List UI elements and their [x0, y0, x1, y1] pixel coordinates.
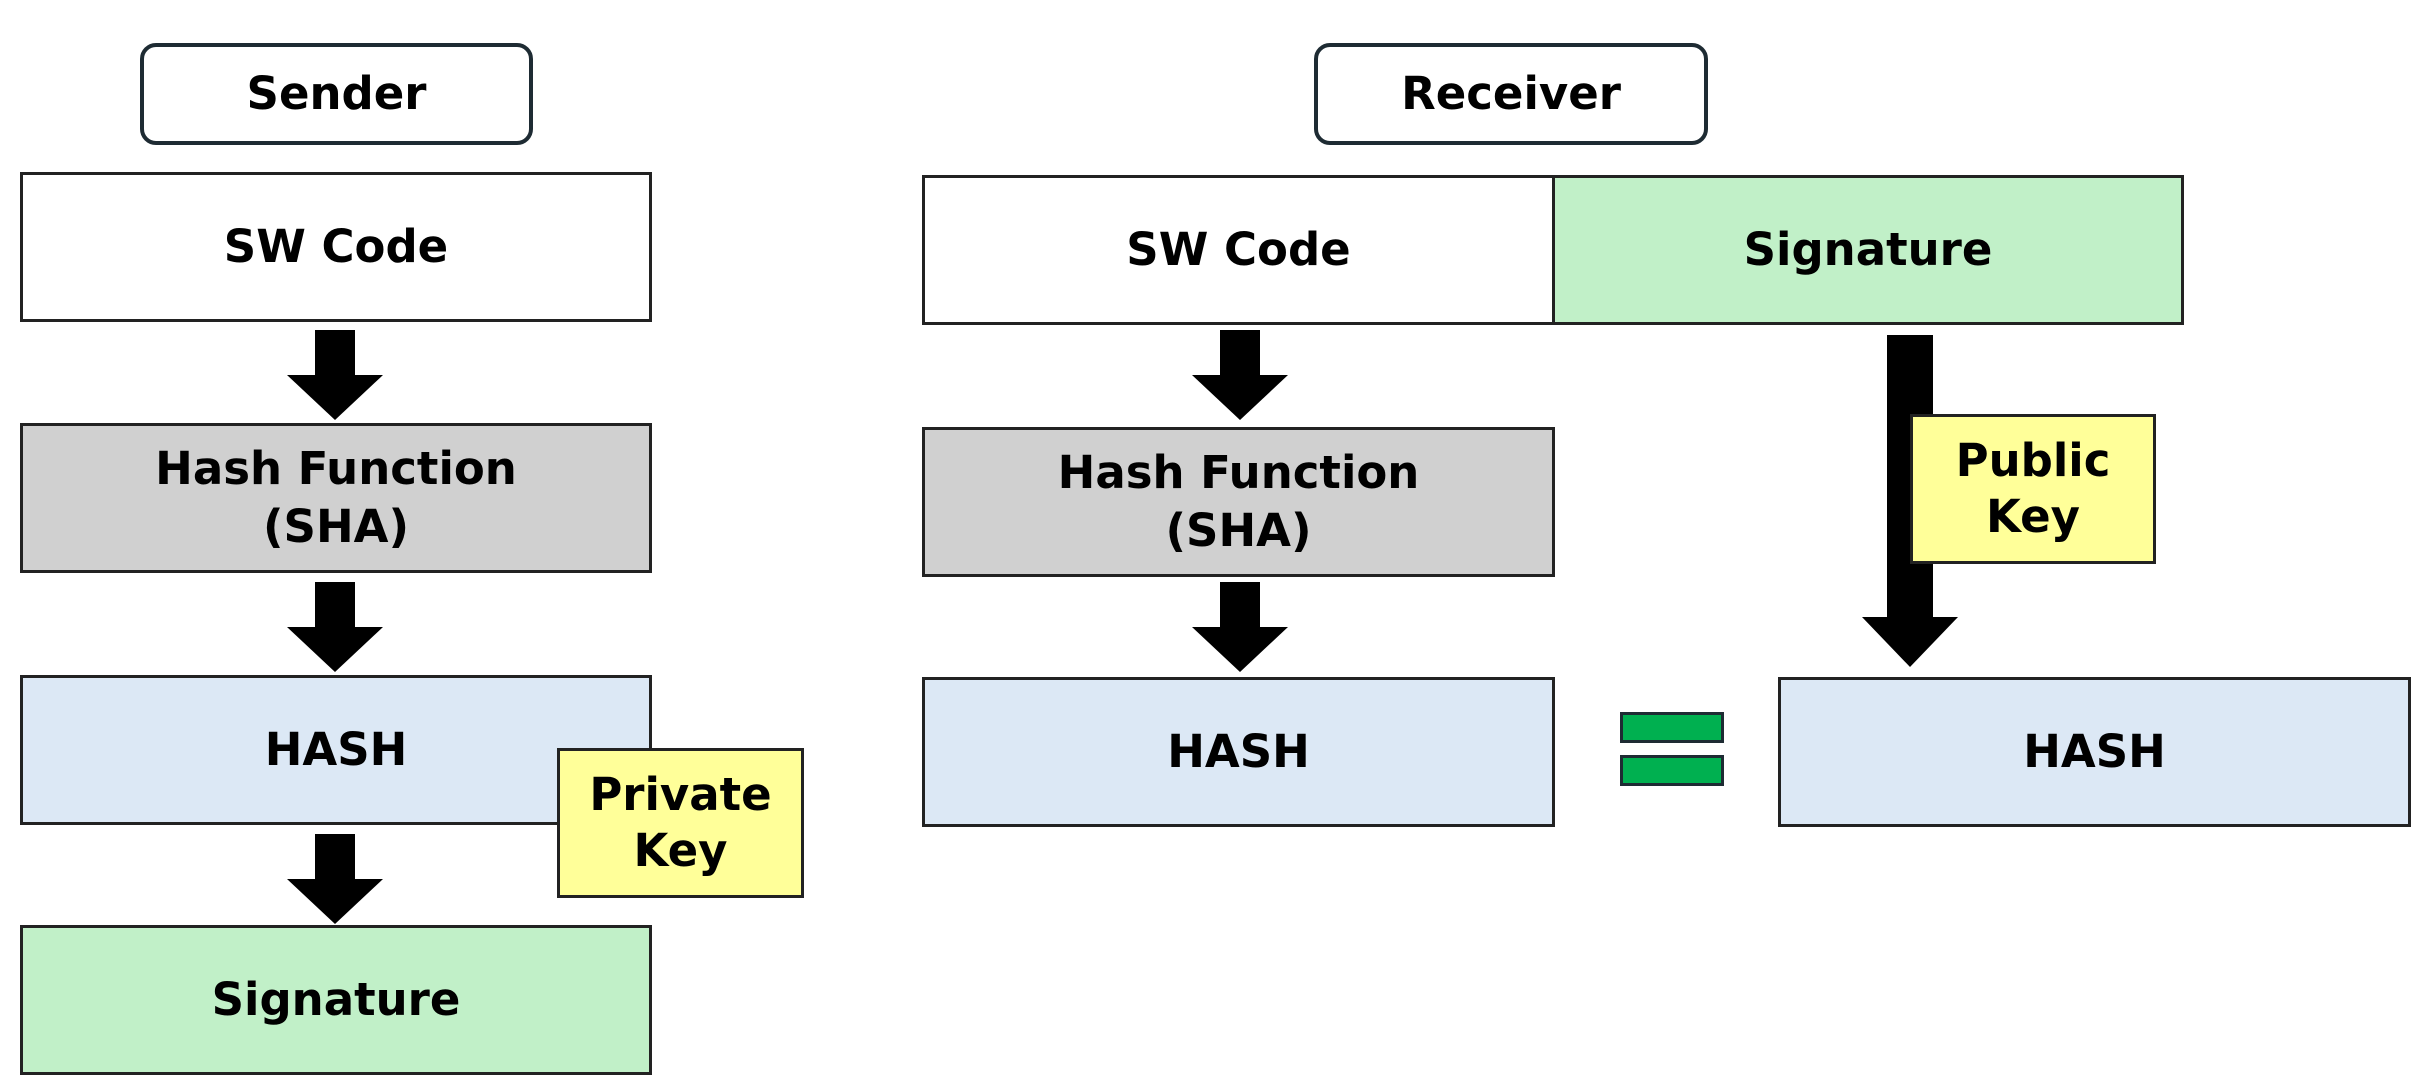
sender-hash-function-line1: Hash Function: [155, 441, 517, 495]
receiver-hash-function-box: Hash Function (SHA): [922, 427, 1555, 577]
receiver-title: Receiver: [1401, 66, 1621, 120]
public-key-box: Public Key: [1910, 414, 2156, 564]
sender-down-arrow-2-icon: [287, 582, 383, 672]
receiver-signature-box: Signature: [1552, 175, 2184, 325]
receiver-hash-function-line2: (SHA): [1165, 504, 1312, 557]
sender-sw-code-label: SW Code: [223, 219, 449, 273]
private-key-box: Private Key: [557, 748, 804, 898]
sender-title: Sender: [246, 66, 427, 120]
receiver-down-arrow-2-icon: [1192, 582, 1288, 672]
receiver-title-box: Receiver: [1314, 43, 1708, 145]
equals-icon: [1620, 712, 1724, 786]
sender-hash-box: HASH: [20, 675, 652, 825]
sender-sw-code-box: SW Code: [20, 172, 652, 322]
public-key-line2: Key: [1986, 490, 2080, 543]
sender-hash-function-line2: (SHA): [262, 500, 410, 553]
public-key-line1: Public: [1955, 433, 2111, 487]
sender-down-arrow-3-icon: [287, 834, 383, 924]
sender-hash-function-box: Hash Function (SHA): [20, 423, 652, 573]
receiver-hash-function-line1: Hash Function: [1057, 445, 1420, 499]
receiver-sw-code-box: SW Code: [922, 175, 1555, 325]
receiver-computed-hash-label: HASH: [1167, 724, 1310, 778]
sender-hash-label: HASH: [264, 722, 408, 776]
receiver-decrypted-hash-label: HASH: [2023, 724, 2166, 778]
sender-down-arrow-1-icon: [287, 330, 383, 420]
private-key-line1: Private: [589, 767, 772, 821]
sender-signature-label: Signature: [211, 972, 461, 1026]
receiver-down-arrow-1-icon: [1192, 330, 1288, 420]
private-key-line2: Key: [633, 824, 728, 877]
receiver-sw-code-label: SW Code: [1126, 222, 1351, 276]
sender-title-box: Sender: [140, 43, 533, 145]
receiver-computed-hash-box: HASH: [922, 677, 1555, 827]
receiver-decrypted-hash-box: HASH: [1778, 677, 2411, 827]
sender-signature-box: Signature: [20, 925, 652, 1075]
receiver-signature-label: Signature: [1743, 222, 1993, 276]
